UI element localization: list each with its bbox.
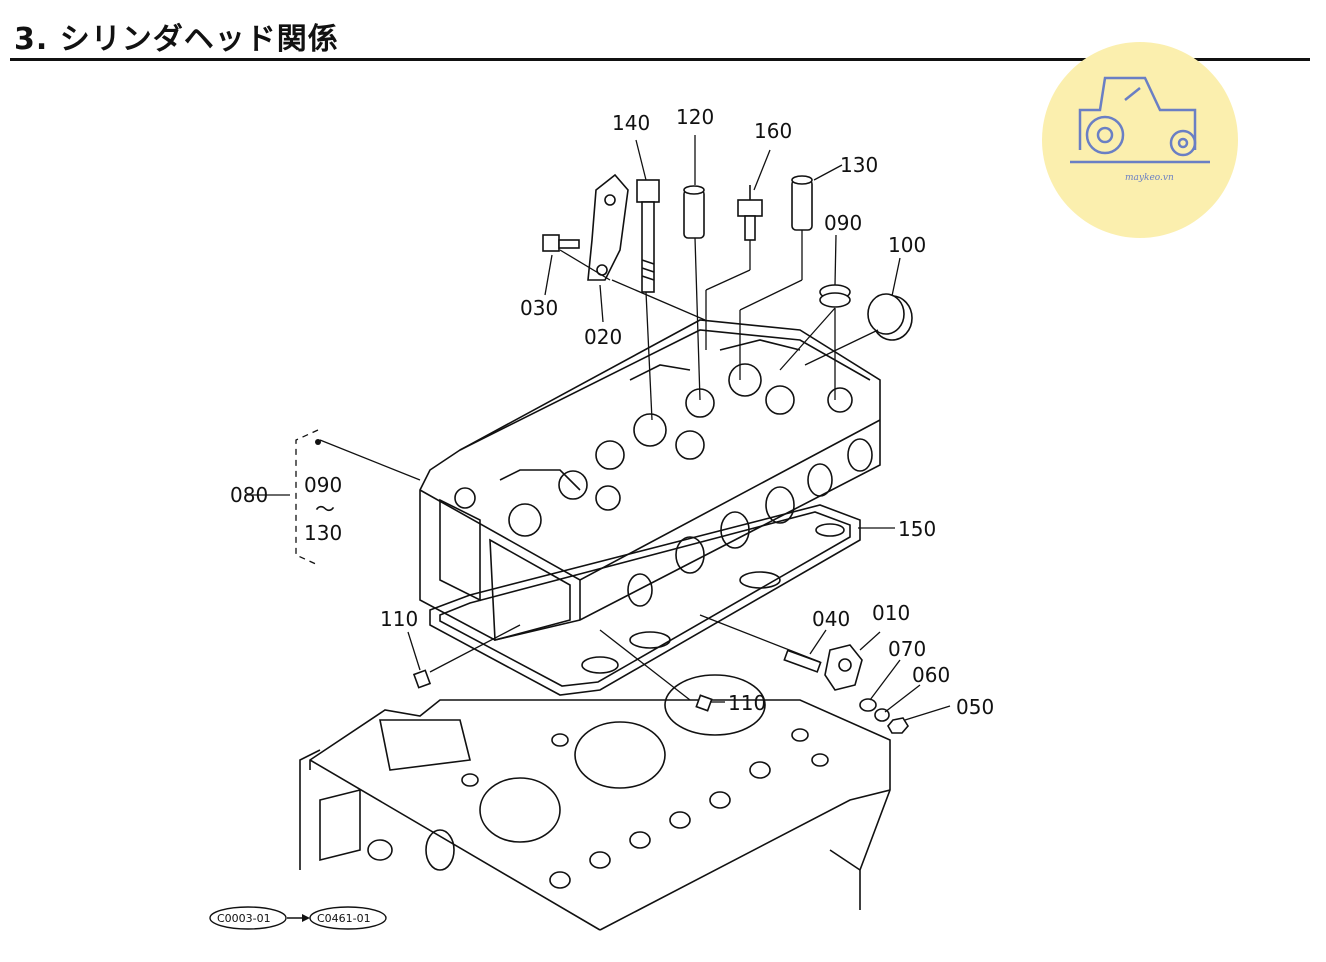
callout-080-range-start: 090 — [304, 473, 342, 497]
seal-090 — [819, 284, 851, 308]
ref-to: C0461-01 — [317, 912, 371, 925]
bracket-020 — [587, 173, 629, 281]
callout-100: 100 — [888, 233, 926, 257]
ref-arrow-icon — [302, 914, 310, 922]
ref-from: C0003-01 — [217, 912, 271, 925]
plate-010 — [824, 644, 863, 691]
head-gasket-150 — [429, 504, 861, 696]
callout-070: 070 — [888, 637, 926, 661]
plug-100 — [867, 293, 913, 341]
plug-110-right — [695, 694, 713, 712]
engine-block — [299, 674, 891, 931]
callout-050: 050 — [956, 695, 994, 719]
leader-lines — [245, 135, 951, 721]
callout-060: 060 — [912, 663, 950, 687]
callout-150: 150 — [898, 517, 936, 541]
tractor-icon — [1070, 76, 1210, 164]
callout-080: 080 — [230, 483, 268, 507]
callout-110-left: 110 — [380, 607, 418, 631]
title-underline — [10, 58, 1310, 61]
bolt-030 — [542, 234, 580, 252]
callout-030: 030 — [520, 296, 558, 320]
reference-codes: C0003-01 C0461-01 — [209, 906, 387, 930]
sensor-160 — [737, 185, 763, 241]
logo-text: maykeo.vn — [1125, 173, 1174, 183]
callout-160: 160 — [754, 119, 792, 143]
valve-guide-120 — [683, 185, 705, 239]
callout-080-range-sep: 〜 — [315, 497, 335, 521]
nut-050 — [887, 717, 909, 734]
head-bolt-140 — [636, 179, 660, 293]
callout-010: 010 — [872, 601, 910, 625]
callout-090: 090 — [824, 211, 862, 235]
ref-from-oval — [209, 906, 287, 930]
callout-130: 130 — [840, 153, 878, 177]
plug-110-left — [412, 669, 432, 689]
washer-070 — [859, 698, 877, 712]
callout-120: 120 — [676, 105, 714, 129]
callout-020: 020 — [584, 325, 622, 349]
stud-040 — [783, 649, 822, 673]
ref-to-oval — [309, 906, 387, 930]
cylinder-head — [419, 319, 881, 642]
callout-110-right: 110 — [728, 691, 766, 715]
range-bracket — [295, 429, 319, 566]
callout-040: 040 — [812, 607, 850, 631]
page-title: 3. シリンダヘッド関係 — [14, 22, 339, 57]
leader-dot — [315, 439, 321, 445]
callout-140: 140 — [612, 111, 650, 135]
callout-080-range-end: 130 — [304, 521, 342, 545]
valve-guide-130 — [791, 175, 813, 231]
watermark-logo: maykeo.vn — [1042, 42, 1238, 238]
